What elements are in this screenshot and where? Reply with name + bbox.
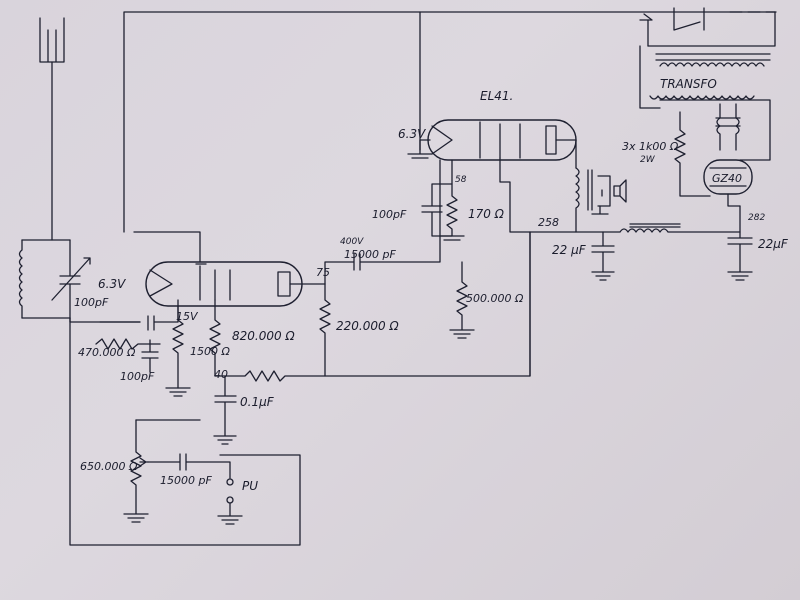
rectifier-label: GZ40 [712,172,742,185]
filter-resistors [674,103,741,197]
preamp-tube [145,261,326,307]
power-transformer [639,7,777,161]
cap-22uF-b-label: 22μF [758,237,789,251]
pu-terminal-top [226,478,234,486]
speaker-coil [597,175,611,207]
choke-core [629,223,681,228]
left-bus-wire [69,317,301,546]
node-258-label: 258 [538,216,559,229]
filter-choke [575,228,741,233]
res-500k-label: 500.000 Ω [466,292,524,305]
rectifier-tube-gz40 [703,159,753,207]
pot-wiper [139,457,149,467]
variable-capacitor [51,239,91,319]
decoupling-wire [214,231,531,382]
volt-15-label: 15V [176,310,199,323]
screen-node-label: 58 [455,175,467,185]
heater-preamp-label: 6.3V [98,277,126,291]
cap-100pF-a-label: 100pF [372,208,407,221]
cap-100pF-c-label: 100pF [120,370,155,383]
res-220k [319,283,331,377]
cap-0-1uF [213,375,237,445]
pu-terminal-bottom [226,496,234,504]
pot-650k [123,419,149,523]
res-820k-label: 820.000 Ω [232,329,295,343]
res-220k-label: 220.000 Ω [336,319,399,333]
res-470k-label: 470.000 Ω [78,346,136,359]
cap-coupling-label: 15000 pF [344,248,396,261]
res-170 [439,183,465,241]
res-1500 [172,305,184,389]
filter-res-label: 3x 1k00 Ω [622,140,679,153]
cap-22uF-a-label: 22 μF [552,243,587,257]
transformer-label: TRANSFO [660,77,717,91]
res-500k [449,261,475,339]
output-transformer [529,167,580,233]
screen-supply-wire [499,157,531,377]
res-470k [95,338,161,350]
cap-coupling [324,159,441,285]
ground-preamp [165,387,191,397]
cap-100pF-grid [99,299,179,331]
pu-label: PU [242,479,258,493]
cap-100pF-b-label: 100pF [74,296,109,309]
node-282-label: 282 [748,213,765,223]
res-170-label: 170 Ω [468,207,505,221]
cap-coupling-voltage-label: 400V [340,237,364,247]
cap-22uF-b [727,205,753,281]
ground-heater-output [407,139,433,159]
heater-output-label: 6.3V [398,127,426,141]
top-supply-wire [123,11,776,233]
tube-output-label: EL41. [480,89,513,103]
res-1500-label: 1500 Ω [190,345,230,358]
pot-650k-label: 650.000 Ω [80,460,138,473]
node-40-label: 40 [214,368,228,381]
tuning-coil [18,239,71,319]
cap-22uF-a [591,231,615,281]
speaker-ground [591,205,609,215]
ground-pu [217,502,243,525]
speaker-icon [613,179,627,203]
cap-100pF-c [141,339,159,373]
cap-01uF-label: 0.1μF [240,395,275,409]
node-75-label: 75 [316,266,330,279]
res-820k [209,299,221,377]
cap-100pF-cathode [421,159,453,237]
cap-15000-label: 15000 pF [160,474,212,487]
filter-res-power-label: 2W [640,155,656,165]
cap-15000-input [147,453,231,479]
output-tube-el41 [427,119,577,169]
antenna-symbol [39,17,65,241]
output-transformer-core [587,169,593,211]
